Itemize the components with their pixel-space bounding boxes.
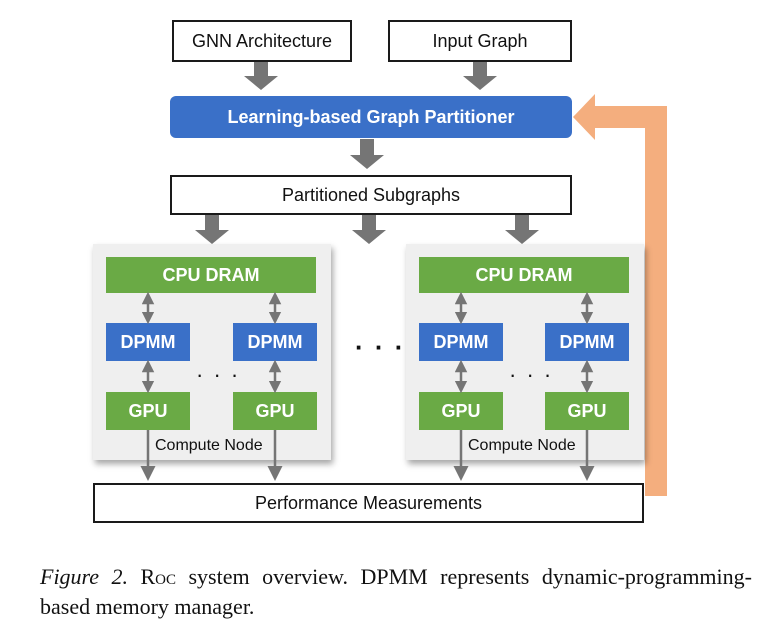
gpu-1-left-label: GPU [128, 400, 168, 421]
gpu-2-right: GPU [545, 392, 629, 430]
dpmm-2-left-label: DPMM [433, 331, 489, 352]
gpu-2-right-label: GPU [567, 400, 607, 421]
cpu-dram-2-label: CPU DRAM [475, 264, 573, 285]
graph-partitioner-box: Learning-based Graph Partitioner [170, 96, 572, 138]
dpmm-1-left-label: DPMM [120, 331, 176, 352]
node-1-inner-dots: · · · [196, 362, 241, 387]
performance-measurements-box: Performance Measurements [93, 483, 644, 523]
arrow-gnn-to-partitioner [244, 60, 278, 90]
compute-node-2-label: Compute Node [466, 437, 578, 455]
caption-text: system overview. DPMM represents dynamic… [40, 564, 752, 619]
gpu-1-right-label: GPU [255, 400, 295, 421]
arrow-partitioner-to-subgraphs [350, 139, 384, 169]
gnn-architecture-label: GNN Architecture [191, 30, 333, 51]
compute-node-1-label: Compute Node [153, 437, 265, 455]
between-nodes-dots: · · · [355, 332, 406, 362]
graph-partitioner-label: Learning-based Graph Partitioner [227, 106, 515, 127]
dpmm-2-right-label: DPMM [559, 331, 615, 352]
arrow-subgraphs-to-node1 [195, 214, 229, 244]
arrow-input-to-partitioner [463, 60, 497, 90]
performance-measurements-label: Performance Measurements [254, 492, 483, 513]
dpmm-2-right: DPMM [545, 323, 629, 361]
gpu-1-right: GPU [233, 392, 317, 430]
node-2-inner-dots: · · · [509, 362, 554, 387]
gnn-architecture-box: GNN Architecture [172, 20, 352, 62]
dpmm-1-right: DPMM [233, 323, 317, 361]
dpmm-1-right-label: DPMM [247, 331, 303, 352]
gpu-2-left: GPU [419, 392, 503, 430]
gpu-1-left: GPU [106, 392, 190, 430]
caption-figure-number: Figure 2. [40, 564, 129, 589]
dpmm-2-left: DPMM [419, 323, 503, 361]
cpu-dram-2: CPU DRAM [419, 257, 629, 293]
caption-system-name: Roc [140, 564, 177, 589]
dpmm-1-left: DPMM [106, 323, 190, 361]
arrow-subgraphs-middle [352, 214, 386, 244]
partitioned-subgraphs-label: Partitioned Subgraphs [281, 184, 461, 205]
figure-caption: Figure 2. Roc system overview. DPMM repr… [40, 562, 752, 622]
partitioned-subgraphs-box: Partitioned Subgraphs [170, 175, 572, 215]
cpu-dram-1: CPU DRAM [106, 257, 316, 293]
feedback-arrow [573, 94, 667, 496]
gpu-2-left-label: GPU [441, 400, 481, 421]
input-graph-label: Input Graph [432, 30, 528, 51]
input-graph-box: Input Graph [388, 20, 572, 62]
arrow-subgraphs-to-node2 [505, 214, 539, 244]
cpu-dram-1-label: CPU DRAM [162, 264, 260, 285]
